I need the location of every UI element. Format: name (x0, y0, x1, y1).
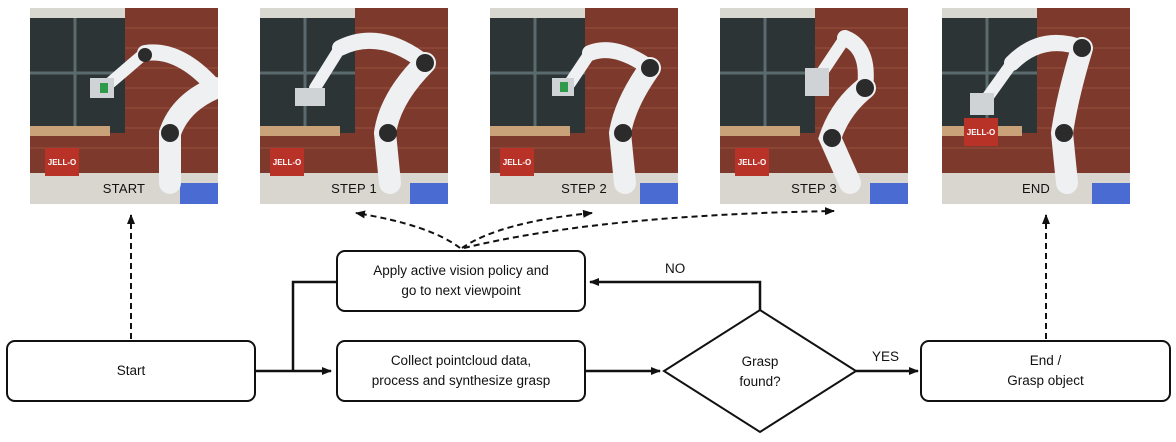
robot-scene-image: JELL-O (942, 8, 1130, 204)
box-label: JELL-O (273, 158, 301, 167)
photo-caption: STEP 2 (561, 181, 607, 196)
photo-end: JELL-O END (942, 8, 1130, 204)
photo-start: JELL-O START (30, 8, 218, 204)
decision-label: Grasp found? (739, 354, 781, 389)
arrow-decision-no (589, 278, 762, 310)
active-vision-label: Apply active vision policy and go to nex… (373, 263, 549, 298)
active-vision-node: Apply active vision policy and go to nex… (336, 250, 586, 312)
photo-caption: STEP 3 (791, 181, 837, 196)
start-node-label: Start (116, 363, 146, 379)
robot-scene-image: JELL-O (720, 8, 908, 204)
robot-scene-image: JELL-O (30, 8, 218, 204)
dashed-arrow-step1 (355, 210, 461, 249)
box-label: JELL-O (738, 158, 766, 167)
end-node: End / Grasp object (920, 340, 1171, 402)
box-label: JELL-O (967, 128, 995, 137)
collect-node: Collect pointcloud data, process and syn… (336, 340, 586, 402)
no-label: NO (665, 261, 686, 276)
photo-caption: START (102, 181, 146, 196)
dashed-arrow-step2 (461, 209, 593, 249)
photo-step1: JELL-O STEP 1 (260, 8, 448, 204)
arrow-loop-to-collect (291, 280, 336, 371)
photo-step3: JELL-O STEP 3 (720, 8, 908, 204)
photo-caption: END (1021, 181, 1051, 196)
robot-scene-image: JELL-O (260, 8, 448, 204)
yes-label: YES (872, 349, 900, 364)
dashed-arrow-step3 (463, 207, 835, 249)
photo-caption: STEP 1 (331, 181, 377, 196)
robot-scene-image: JELL-O (490, 8, 678, 204)
decision-diamond (662, 308, 858, 434)
box-label: JELL-O (48, 158, 76, 167)
start-node: Start (6, 340, 256, 402)
box-label: JELL-O (503, 158, 531, 167)
photo-step2: JELL-O STEP 2 (490, 8, 678, 204)
collect-label: Collect pointcloud data, process and syn… (371, 353, 551, 388)
end-node-label: End / Grasp object (1007, 353, 1084, 388)
